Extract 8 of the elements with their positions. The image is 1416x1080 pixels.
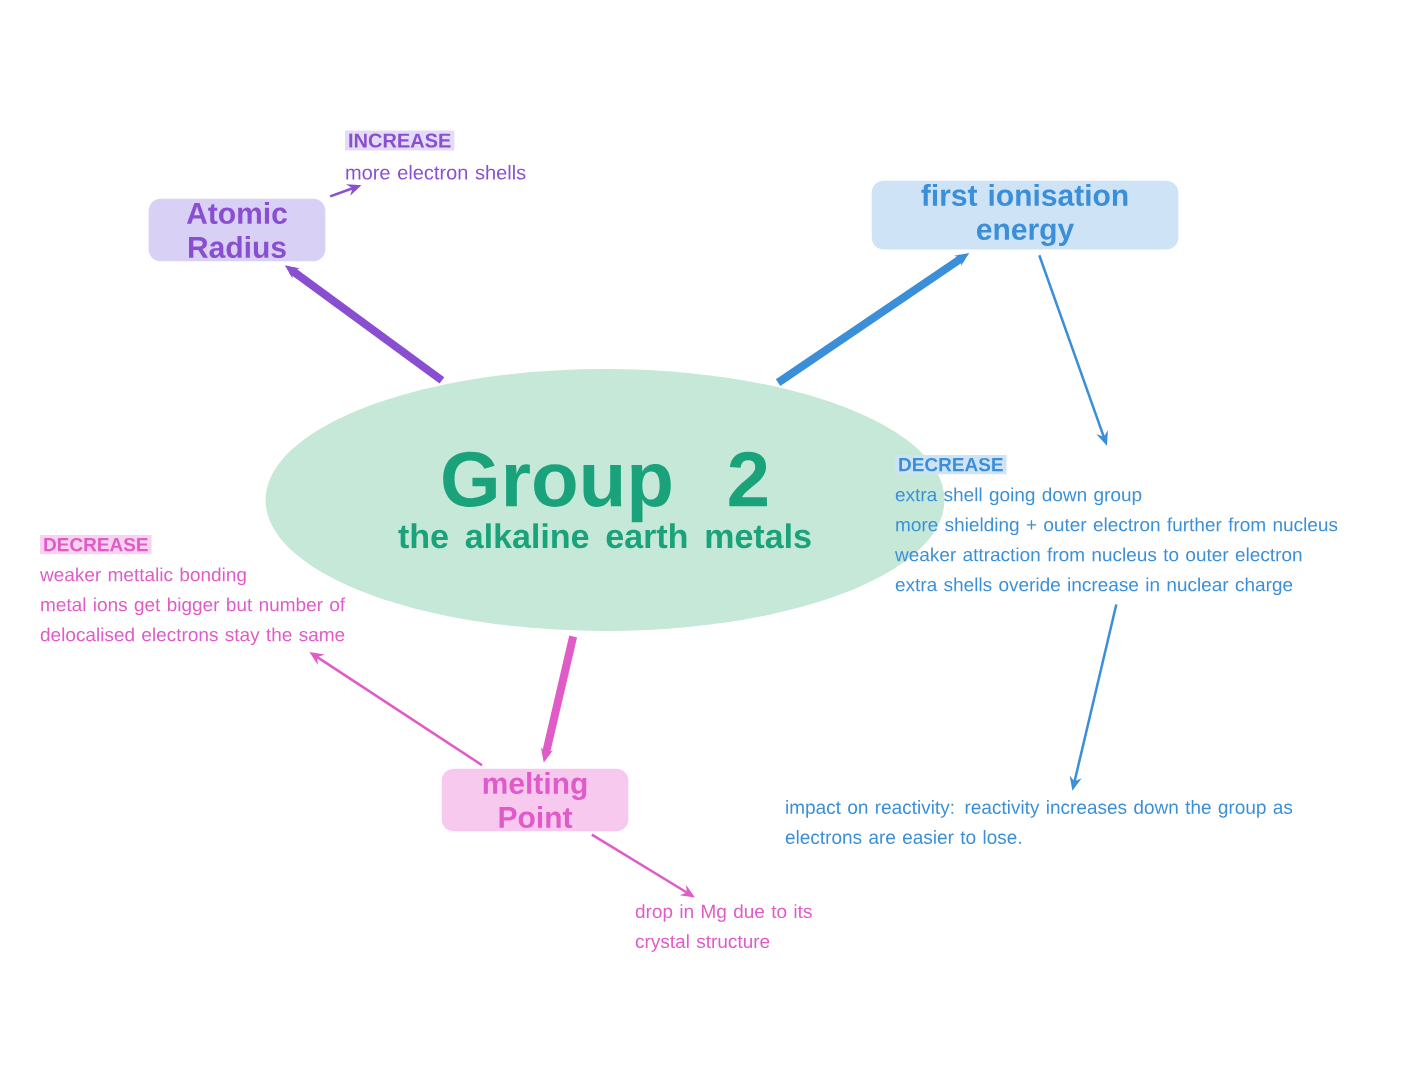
note-text: INCREASE more electron shells xyxy=(345,130,526,180)
note-text: DECREASE weaker mettalic bonding metal ions get bigger but number of delocalised electrons stay the same xyxy=(39,534,346,646)
branch-label: Atomic Radius xyxy=(148,198,326,262)
branch-label: melting Point xyxy=(441,768,629,832)
note-text: drop in Mg due to its crystal structure xyxy=(635,904,812,952)
branch-label: first ionisation energy xyxy=(871,180,1179,250)
note-text: impact on reactivity: reactivity increases down the group as electrons are easier to lose. xyxy=(785,800,1293,844)
note-text: DECREASE extra shell going down group more shielding + outer electron further from nucleus weaker attraction from nucleus to outer electron extra shells overide increase in nuclear charge xyxy=(895,454,1338,596)
